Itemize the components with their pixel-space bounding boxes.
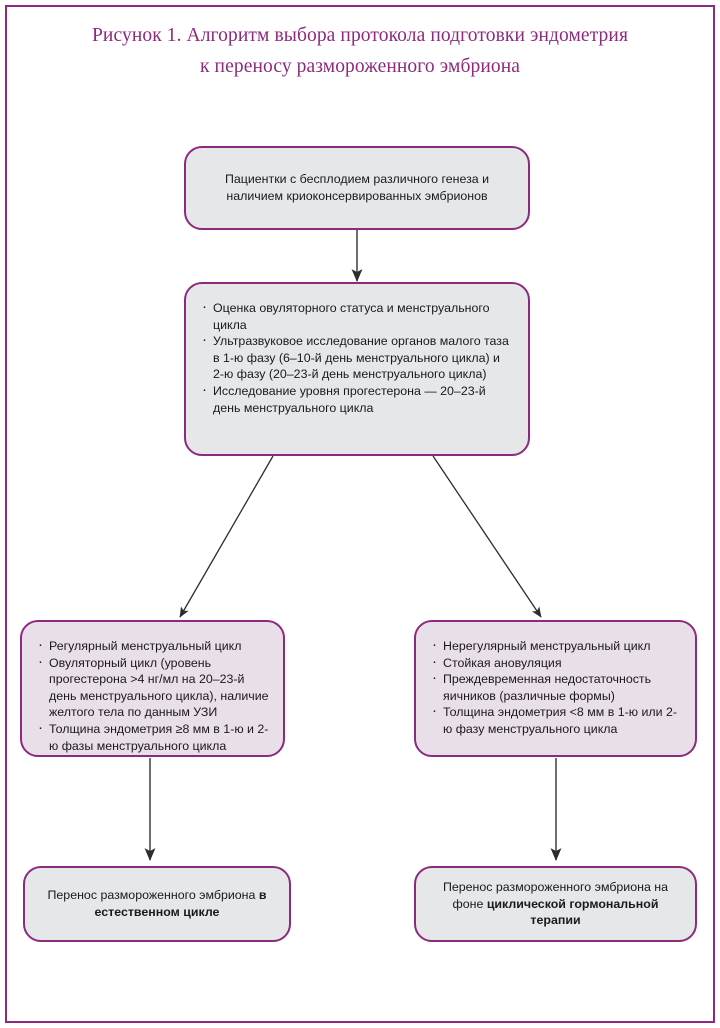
figure-title: Рисунок 1. Алгоритм выбора протокола под…	[40, 20, 680, 82]
node-right-branch[interactable]: Нерегулярный менструальный цикл Стойкая …	[414, 620, 697, 757]
node-right-outcome-text: Перенос размороженного эмбриона на фоне …	[432, 879, 679, 929]
node-assessment-bullet-2: Ультразвуковое исследование органов мало…	[200, 332, 514, 383]
node-right-branch-bullet-3: Преждевременная недостаточность яичников…	[430, 670, 681, 704]
node-right-outcome[interactable]: Перенос размороженного эмбриона на фоне …	[414, 866, 697, 942]
node-start-text: Пациентки с бесплодием различного генеза…	[224, 172, 490, 203]
node-right-branch-bullets: Нерегулярный менструальный цикл Стойкая …	[430, 637, 681, 738]
node-right-branch-bullet-4: Толщина эндометрия <8 мм в 1-ю или 2-ю ф…	[430, 703, 681, 737]
node-assessment-bullets: Оценка овуляторного статуса и менструаль…	[200, 299, 514, 416]
node-right-branch-bullet-2: Стойкая ановуляция	[430, 654, 681, 672]
arrow-assessment-to-left-branch	[179, 455, 274, 618]
node-left-outcome-prefix: Перенос размороженного эмбриона	[47, 888, 259, 903]
node-assessment-bullet-1: Оценка овуляторного статуса и менструаль…	[200, 299, 514, 333]
node-right-outcome-prefix: Перенос размороженного эмбриона на фоне	[442, 880, 669, 911]
node-left-branch-bullet-3: Толщина эндометрия ≥8 мм в 1-ю и 2-ю фаз…	[36, 720, 269, 754]
node-left-branch-bullets: Регулярный менструальный цикл Овуляторны…	[36, 637, 269, 754]
node-assessment[interactable]: Оценка овуляторного статуса и менструаль…	[184, 282, 530, 456]
figure-title-line-2: к переносу размороженного эмбриона	[200, 56, 520, 77]
node-right-branch-bullet-1: Нерегулярный менструальный цикл	[430, 637, 681, 655]
node-left-branch[interactable]: Регулярный менструальный цикл Овуляторны…	[20, 620, 285, 757]
node-assessment-bullet-3: Исследование уровня прогестерона — 20–23…	[200, 382, 514, 416]
node-start[interactable]: Пациентки с бесплодием различного генеза…	[184, 146, 530, 230]
figure-title-line-1: Рисунок 1. Алгоритм выбора протокола под…	[91, 25, 629, 46]
node-right-outcome-emphasis: циклической гормональной терапии	[486, 896, 659, 928]
node-left-branch-bullet-2: Овуляторный цикл (уровень прогестерона >…	[36, 654, 269, 721]
node-left-outcome-text: Перенос размороженного эмбриона в естест…	[41, 887, 273, 920]
node-left-branch-bullet-1: Регулярный менструальный цикл	[36, 637, 269, 655]
arrow-assessment-to-right-branch	[432, 455, 542, 618]
node-left-outcome[interactable]: Перенос размороженного эмбриона в естест…	[23, 866, 291, 942]
node-left-outcome-emphasis: в естественном цикле	[94, 888, 267, 919]
